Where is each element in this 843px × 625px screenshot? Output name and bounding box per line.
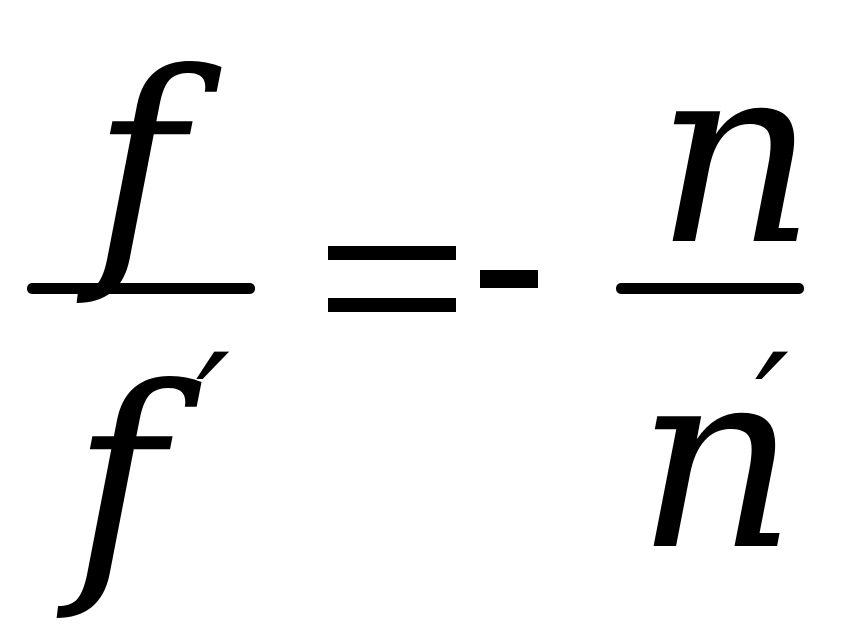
equals-bottom-bar (328, 298, 456, 312)
equals-top-bar (328, 246, 456, 260)
left-denominator: f (72, 334, 165, 625)
minus-sign (480, 270, 538, 288)
right-fraction-bar (616, 283, 804, 294)
left-numerator: f (92, 19, 185, 310)
right-denominator-prime: ′ (755, 323, 790, 497)
right-denominator: n (636, 314, 798, 605)
left-denominator-prime: ′ (196, 323, 231, 497)
formula: f f ′ n n ′ (27, 9, 817, 605)
left-fraction-bar (27, 283, 255, 294)
right-numerator: n (655, 9, 817, 300)
